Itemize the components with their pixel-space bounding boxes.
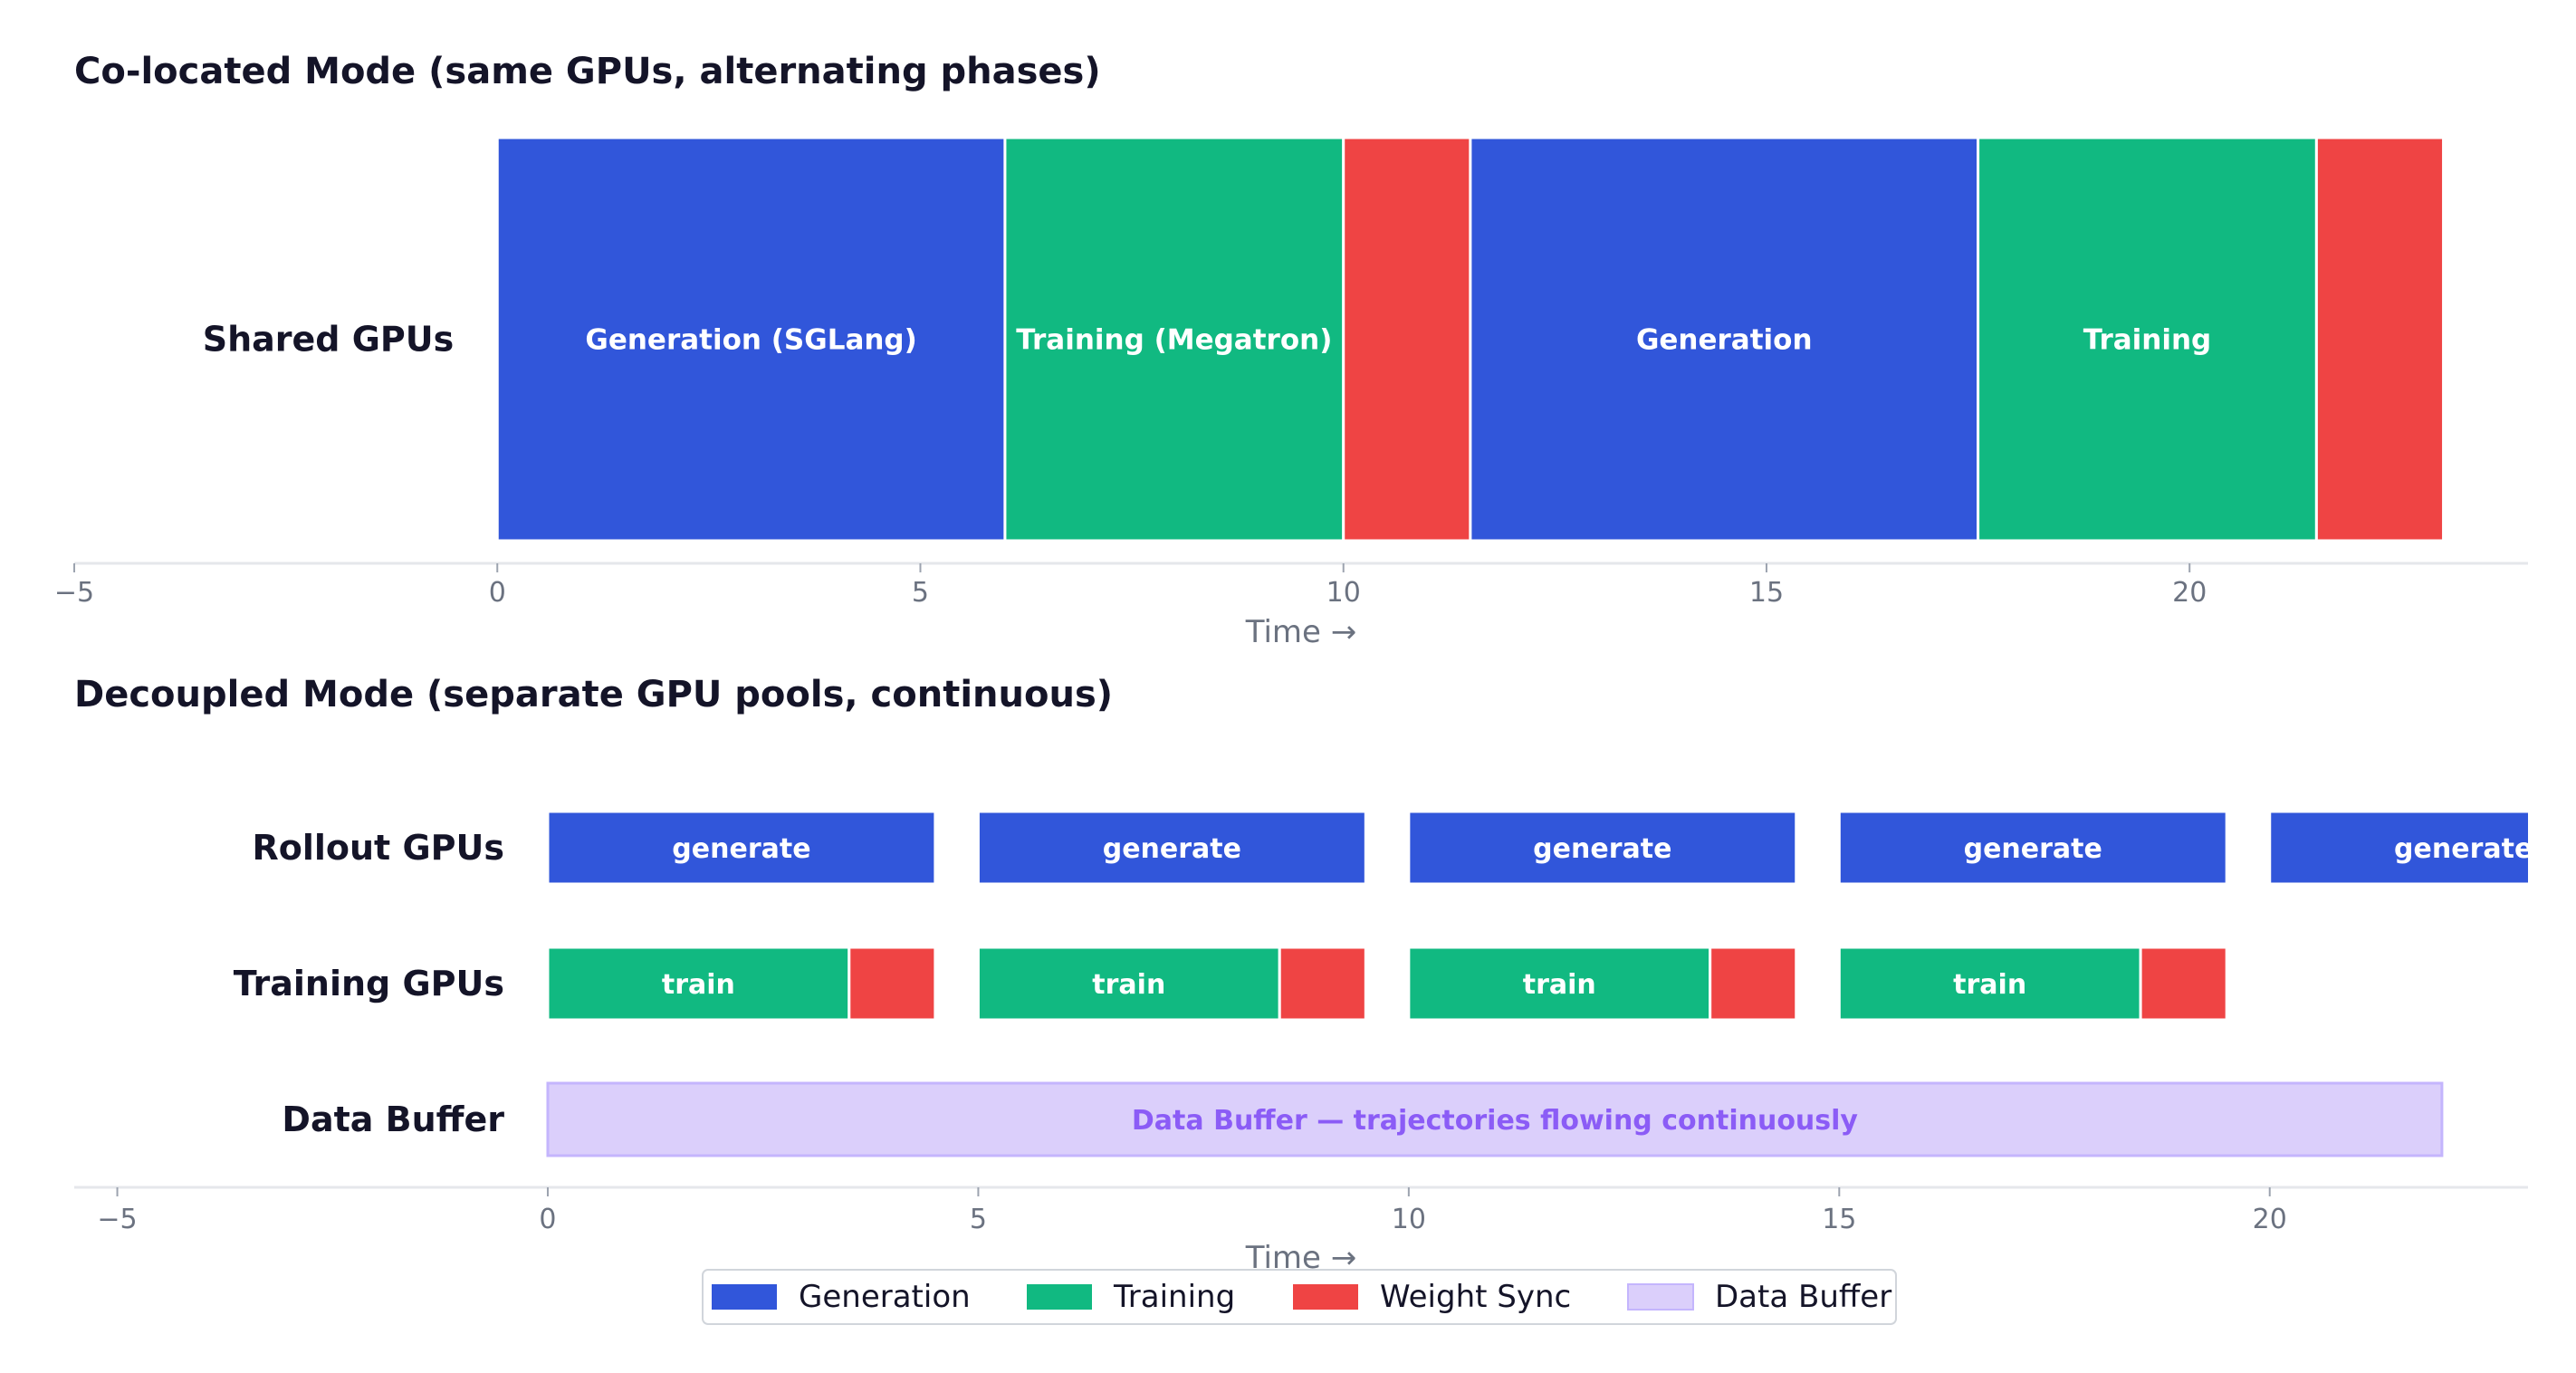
x-tick-label: 20 xyxy=(2172,577,2207,609)
training-bar xyxy=(1003,136,1345,542)
bar-label: train xyxy=(1092,969,1165,1001)
x-tick-label: 0 xyxy=(489,577,506,609)
legend: Generation Training Weight Sync Data Buffer xyxy=(702,1269,1897,1325)
training-bar xyxy=(1407,946,1712,1022)
bar-label: Data Buffer — trajectories flowing conti… xyxy=(1132,1105,1859,1137)
legend-swatch xyxy=(1027,1284,1092,1310)
generation-bar xyxy=(1837,810,2228,886)
legend-swatch xyxy=(1627,1283,1694,1311)
x-tick-label: 10 xyxy=(1392,1204,1426,1235)
generation-bar xyxy=(2268,810,2528,886)
weight-sync-bar xyxy=(1709,946,1798,1022)
x-tick-label: 0 xyxy=(539,1204,556,1235)
bar-label: train xyxy=(662,969,735,1001)
legend-label: Training xyxy=(1113,1279,1235,1315)
bars: generate generate generate generate generate… xyxy=(546,810,2533,1157)
legend-swatch xyxy=(712,1284,777,1310)
x-tick-label: 15 xyxy=(1749,577,1784,609)
weight-sync-bar xyxy=(1342,136,1472,542)
row-label: Rollout GPUs xyxy=(252,828,504,868)
x-tick-label: 20 xyxy=(2253,1204,2287,1235)
training-bar xyxy=(1977,136,2318,542)
x-tick-label: 10 xyxy=(1326,577,1361,609)
generation-bar xyxy=(546,810,937,886)
colocated-panel: Co-located Mode (same GPUs, alternating … xyxy=(54,51,2528,650)
bar-label: generate xyxy=(1533,833,1671,865)
bar-label: Generation (SGLang) xyxy=(585,324,916,357)
x-tick-label: 5 xyxy=(970,1204,987,1235)
bar-label: generate xyxy=(1103,833,1241,865)
bar-label: Generation xyxy=(1636,324,1813,357)
weight-sync-bar xyxy=(1278,946,1367,1022)
legend-label: Weight Sync xyxy=(1380,1279,1571,1315)
x-axis-label: Time → xyxy=(1245,614,1357,650)
weight-sync-bar xyxy=(2139,946,2228,1022)
panel-title: Decoupled Mode (separate GPU pools, cont… xyxy=(74,674,1113,715)
x-tick-label: −5 xyxy=(54,577,94,609)
generation-bar xyxy=(976,810,1367,886)
training-bar xyxy=(1837,946,2142,1022)
x-tick-label: 5 xyxy=(912,577,929,609)
generation-bar xyxy=(1469,136,1980,542)
x-tick-label: −5 xyxy=(97,1204,137,1235)
legend-swatch xyxy=(1293,1284,1358,1310)
x-tick-label: 15 xyxy=(1822,1204,1856,1235)
training-bar xyxy=(546,946,851,1022)
legend-label: Generation xyxy=(799,1279,971,1315)
row-label: Training GPUs xyxy=(234,964,504,1003)
row-label: Shared GPUs xyxy=(203,320,455,360)
bar-label: Training (Megatron) xyxy=(1016,324,1332,357)
bar-label: train xyxy=(1953,969,2026,1001)
data-buffer-bar xyxy=(546,1081,2444,1157)
weight-sync-bar xyxy=(2314,136,2446,542)
generation-bar xyxy=(495,136,1007,542)
panel-title: Co-located Mode (same GPUs, alternating … xyxy=(74,51,1101,92)
row-label: Data Buffer xyxy=(282,1099,504,1139)
weight-sync-bar xyxy=(847,946,937,1022)
bar-label: generate xyxy=(672,833,810,865)
bars: Generation (SGLang) Training (Megatron) Ge… xyxy=(495,136,2446,542)
bar-label: generate xyxy=(2394,833,2533,865)
legend-label: Data Buffer xyxy=(1715,1279,1891,1315)
generation-bar xyxy=(1407,810,1798,886)
bar-label: train xyxy=(1523,969,1596,1001)
decoupled-panel: Decoupled Mode (separate GPU pools, cont… xyxy=(74,674,2533,1276)
training-bar xyxy=(976,946,1281,1022)
bar-label: Training xyxy=(2083,324,2212,357)
bar-label: generate xyxy=(1964,833,2102,865)
